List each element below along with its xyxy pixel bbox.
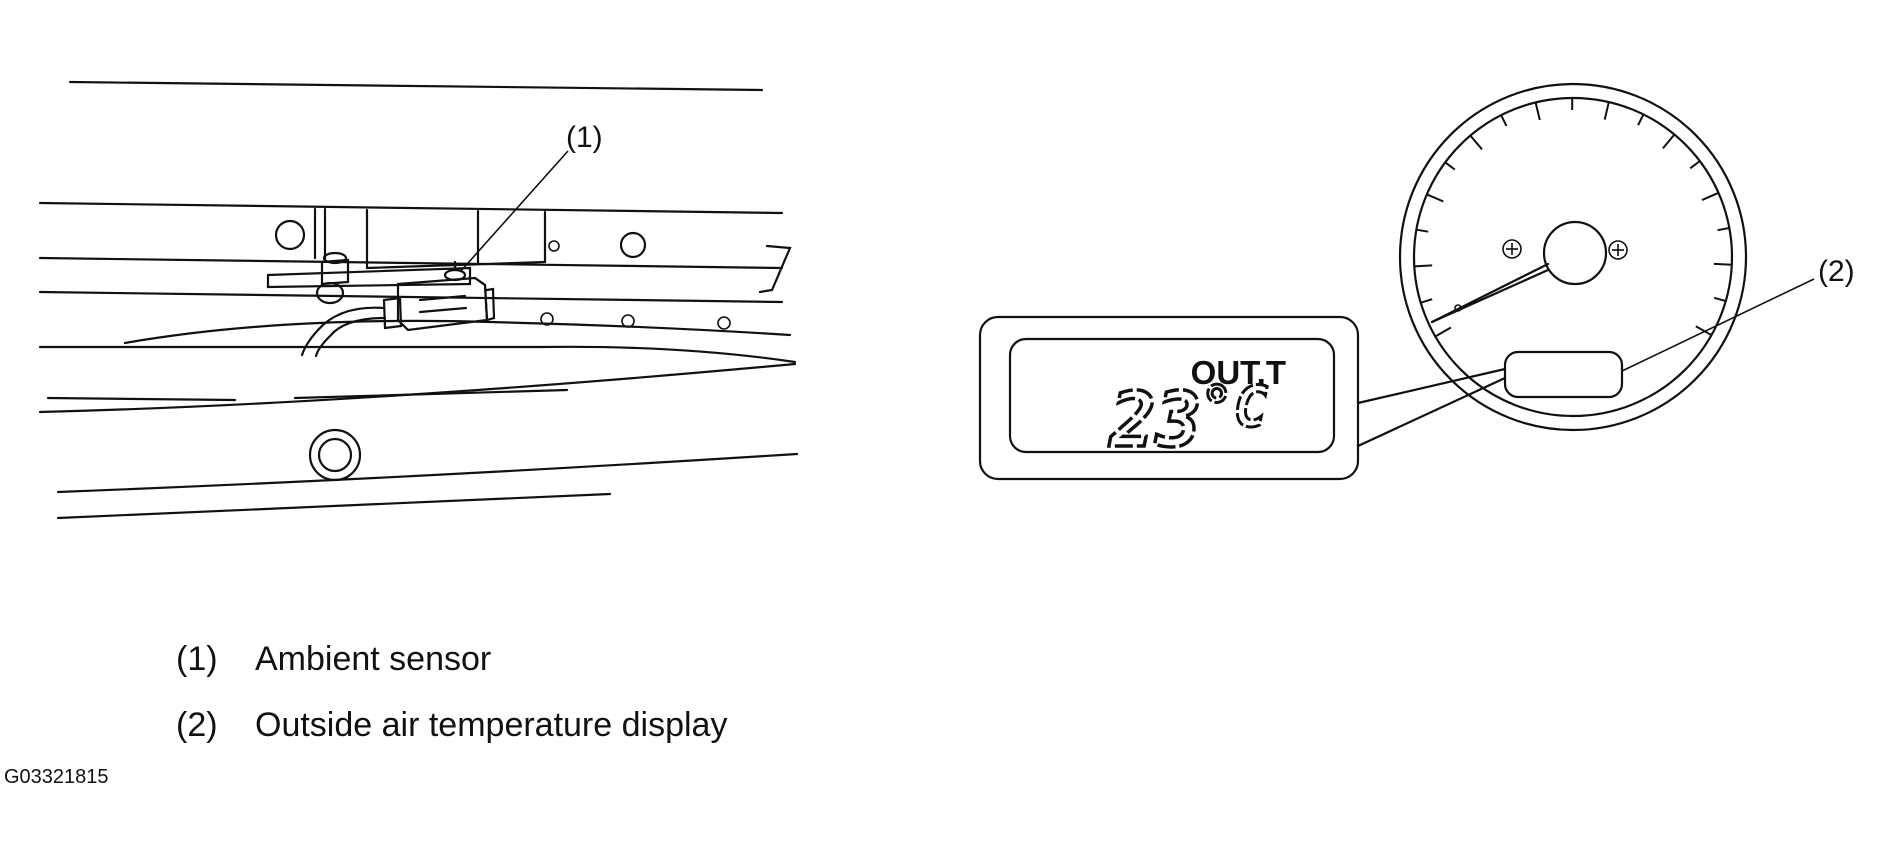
- gauge-tick: [1420, 298, 1433, 304]
- gauge-tick: [1603, 101, 1610, 120]
- gauge-tick: [1717, 227, 1730, 232]
- sensor-mounting-illustration: [38, 80, 799, 520]
- gauge-tick: [1662, 133, 1676, 150]
- figure-id: G03321815: [4, 766, 109, 788]
- gauge-tick: [1695, 325, 1712, 336]
- combination-meter: [1398, 82, 1815, 432]
- outside-temperature-display: OUT.T 23 °C: [978, 315, 1507, 481]
- temperature-value: 23: [1108, 375, 1202, 464]
- callout-label-2: (2): [1818, 255, 1855, 288]
- gauge-tick: [1713, 262, 1732, 266]
- gauge-ticks: [1414, 98, 1732, 338]
- gauge-tick: [1444, 161, 1456, 171]
- gauge-tick: [1500, 114, 1508, 127]
- display-mode-label: OUT.T: [1191, 354, 1286, 391]
- gauge-tick: [1426, 193, 1444, 203]
- gauge-tick: [1701, 191, 1719, 202]
- legend-text: Outside air temperature display: [255, 706, 728, 744]
- gauge-tick: [1637, 114, 1645, 126]
- gauge-tick: [1534, 102, 1541, 121]
- legend-number: (1): [176, 640, 218, 678]
- gauge-tick: [1689, 160, 1701, 170]
- legend-number: (2): [176, 706, 218, 744]
- legend-text: Ambient sensor: [255, 640, 492, 678]
- gauge-tick: [1416, 228, 1429, 233]
- gauge-tick: [1434, 326, 1452, 338]
- gauge-tick: [1713, 296, 1727, 303]
- gauge-tick: [1414, 264, 1433, 268]
- temperature-unit: °C: [1200, 375, 1268, 440]
- gauge-tick: [1469, 134, 1483, 150]
- callout-label-1: (1): [566, 121, 603, 154]
